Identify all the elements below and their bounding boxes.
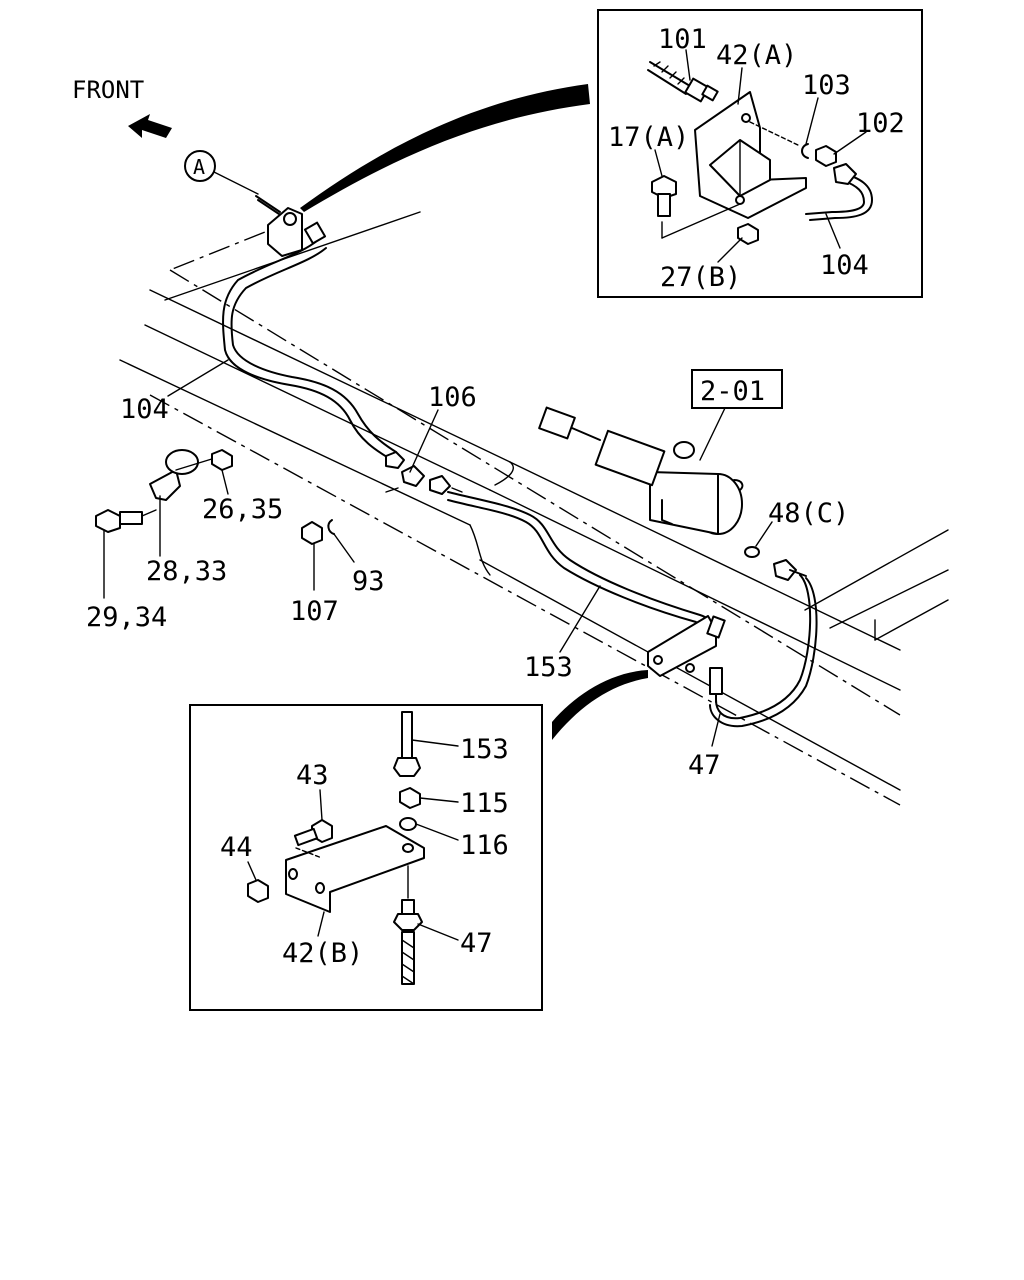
- callout-115: 115: [460, 788, 509, 819]
- callout-26-35: 26,35: [202, 494, 283, 525]
- pipe-153: [447, 491, 719, 633]
- callout-104-inset: 104: [820, 250, 869, 281]
- connector-48c: [744, 546, 807, 581]
- callout-44: 44: [220, 832, 253, 863]
- callout-17a: 17(A): [608, 122, 689, 153]
- inset-b-leader: [552, 670, 648, 740]
- inset-detail-a: [597, 9, 923, 298]
- callout-27b: 27(B): [660, 262, 741, 293]
- callout-47-main: 47: [688, 750, 721, 781]
- callout-43: 43: [296, 760, 329, 791]
- solenoid-2-01: 2-01: [538, 369, 783, 535]
- callout-153-main: 153: [524, 652, 573, 683]
- clamp-bracket-28-33: [95, 449, 233, 533]
- callout-47-inset: 47: [460, 928, 493, 959]
- callout-116: 116: [460, 830, 509, 861]
- callout-42b: 42(B): [282, 938, 363, 969]
- front-arrow-icon: [128, 114, 172, 138]
- callout-107: 107: [290, 596, 339, 627]
- detail-a-marker-circle: [184, 150, 216, 182]
- callout-93: 93: [352, 566, 385, 597]
- front-direction-indicator: FRONT: [72, 76, 172, 138]
- callout-104-main: 104: [120, 394, 169, 425]
- fasteners-107-93: [301, 519, 335, 545]
- callout-153-inset: 153: [460, 734, 509, 765]
- inset-detail-b: [189, 704, 543, 1011]
- callout-103: 103: [802, 70, 851, 101]
- callout-28-33: 28,33: [146, 556, 227, 587]
- centerlines: [149, 217, 901, 806]
- pipe-47: [709, 574, 818, 728]
- callout-leaders: [103, 49, 867, 941]
- reference-box-frame: [691, 369, 783, 409]
- callout-106: 106: [428, 382, 477, 413]
- callout-42a: 42(A): [716, 40, 797, 71]
- pipe-104: [222, 239, 397, 461]
- callout-29-34: 29,34: [86, 602, 167, 633]
- callout-101: 101: [658, 24, 707, 55]
- callout-48c: 48(C): [768, 498, 849, 529]
- bracket-153-end: [647, 615, 726, 703]
- inset-a-leader: [300, 84, 590, 212]
- reference-box-label: 2-01: [700, 376, 765, 407]
- callout-102: 102: [856, 108, 905, 139]
- bracket-a-assembly: A: [184, 150, 327, 257]
- front-label: FRONT: [72, 76, 144, 104]
- callout-labels: 101 42(A) 103 102 17(A) 27(B) 104 104 10…: [86, 24, 905, 969]
- detail-a-marker: A: [193, 155, 205, 179]
